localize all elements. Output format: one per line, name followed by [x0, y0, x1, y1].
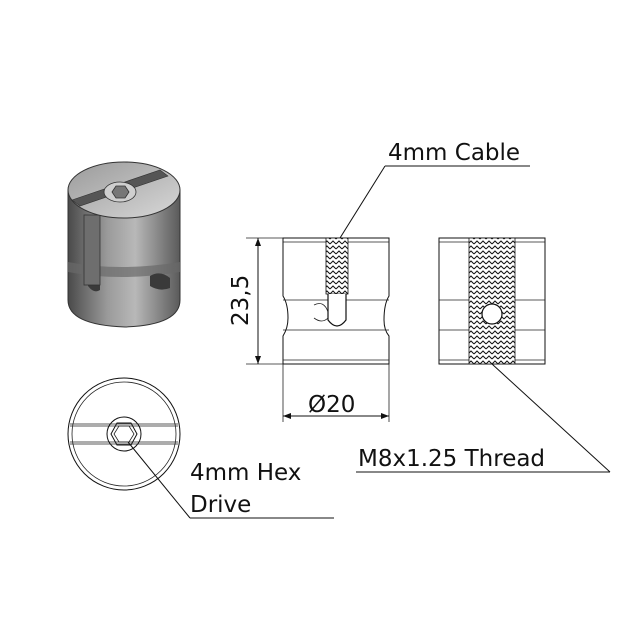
- dimensions: [246, 237, 390, 422]
- top-view: [67, 377, 181, 491]
- leader-lines: [127, 165, 611, 519]
- height-dimension-label: 23,5: [228, 275, 254, 326]
- thread-label: M8x1.25 Thread: [358, 446, 545, 472]
- diameter-dimension-label: Ø20: [308, 392, 355, 418]
- side-view: [438, 237, 546, 365]
- hex-drive-label-line1: 4mm Hex: [190, 460, 301, 486]
- cable-label: 4mm Cable: [388, 140, 520, 166]
- front-view: [282, 237, 390, 365]
- isometric-render: [67, 161, 181, 328]
- hex-drive-label-line2: Drive: [190, 492, 251, 518]
